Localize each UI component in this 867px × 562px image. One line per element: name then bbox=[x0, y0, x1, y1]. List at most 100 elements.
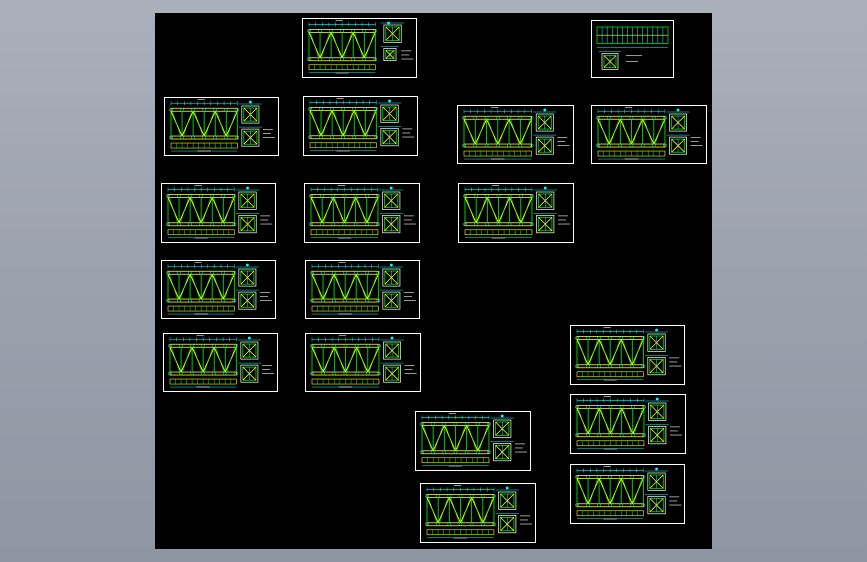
truss-elevation bbox=[575, 327, 646, 381]
drawing-sheet[interactable] bbox=[304, 183, 420, 243]
sheet-graphics bbox=[596, 106, 703, 160]
sheet-notes bbox=[655, 467, 682, 506]
sheet-notes bbox=[505, 486, 532, 525]
section-detail bbox=[644, 355, 669, 376]
drawing-sheet[interactable] bbox=[305, 260, 420, 319]
truss-elevation bbox=[307, 20, 378, 74]
sheet-notes bbox=[389, 186, 416, 225]
drawing-sheet[interactable] bbox=[570, 394, 686, 454]
section-detail bbox=[666, 134, 690, 155]
section-detail bbox=[533, 134, 557, 155]
section-detail bbox=[379, 189, 403, 210]
sheet-graphics bbox=[575, 327, 682, 381]
sheet-graphics bbox=[307, 20, 414, 74]
sheet-graphics bbox=[420, 413, 527, 467]
sheet-graphics bbox=[166, 185, 273, 239]
sheet-graphics bbox=[575, 396, 682, 450]
sheet-notes bbox=[248, 100, 275, 138]
drawing-sheet[interactable] bbox=[457, 105, 574, 164]
section-detail bbox=[238, 103, 262, 124]
section-detail bbox=[645, 424, 669, 445]
section-detail bbox=[380, 339, 404, 360]
sheet-graphics bbox=[596, 26, 669, 70]
section-detail bbox=[380, 362, 404, 383]
sheet-notes bbox=[245, 263, 272, 301]
section-detail bbox=[644, 494, 669, 515]
drawing-sheet[interactable] bbox=[458, 183, 574, 243]
section-detail bbox=[599, 51, 621, 70]
truss-elevation bbox=[166, 261, 237, 315]
sheet-notes bbox=[389, 263, 416, 301]
sheet-notes bbox=[655, 328, 682, 367]
drawing-sheet[interactable] bbox=[420, 483, 536, 543]
drawing-sheet[interactable] bbox=[161, 260, 276, 319]
drawing-sheet[interactable] bbox=[164, 97, 279, 156]
sheet-graphics bbox=[575, 466, 682, 520]
section-detail bbox=[380, 22, 405, 43]
sheet-graphics bbox=[308, 98, 415, 152]
section-detail bbox=[533, 213, 557, 234]
drawing-sheet[interactable] bbox=[303, 96, 418, 156]
drawing-sheet[interactable] bbox=[163, 333, 278, 392]
sheet-notes bbox=[676, 108, 703, 146]
sheet-graphics bbox=[309, 185, 416, 239]
section-detail bbox=[495, 489, 519, 510]
drawing-sheet[interactable] bbox=[570, 464, 685, 524]
truss-elevation bbox=[575, 466, 646, 520]
drawing-sheet[interactable] bbox=[302, 18, 417, 78]
section-detail bbox=[377, 126, 402, 147]
truss-elevation bbox=[169, 98, 240, 152]
truss-elevation bbox=[168, 334, 239, 388]
truss-elevation bbox=[310, 261, 381, 315]
section-detail bbox=[237, 362, 261, 383]
section-detail bbox=[379, 213, 403, 234]
section-detail bbox=[238, 126, 262, 147]
sheet-graphics bbox=[462, 106, 570, 160]
sheet-graphics bbox=[168, 334, 274, 388]
section-detail bbox=[237, 339, 261, 360]
section-detail bbox=[380, 46, 400, 61]
sheet-graphics bbox=[310, 261, 416, 315]
truss-elevation bbox=[308, 98, 379, 152]
truss-elevation bbox=[309, 185, 380, 239]
section-detail bbox=[644, 470, 669, 491]
sheet-notes bbox=[388, 99, 415, 138]
section-detail bbox=[490, 441, 514, 462]
section-detail bbox=[495, 513, 519, 534]
truss-elevation bbox=[425, 485, 496, 539]
section-detail bbox=[490, 417, 514, 438]
truss-elevation bbox=[310, 334, 381, 388]
drawing-sheet[interactable] bbox=[570, 325, 685, 385]
section-detail bbox=[377, 102, 402, 123]
section-detail bbox=[235, 189, 260, 210]
sheet-notes bbox=[500, 414, 527, 453]
section-detail bbox=[645, 400, 669, 421]
truss-elevation bbox=[596, 106, 667, 160]
section-detail bbox=[379, 289, 403, 310]
section-detail bbox=[235, 213, 260, 234]
sheet-notes bbox=[655, 397, 682, 436]
drawing-sheet[interactable] bbox=[591, 20, 674, 78]
roof-plan bbox=[596, 26, 669, 62]
cad-drawing-canvas[interactable] bbox=[155, 13, 712, 549]
section-detail bbox=[666, 111, 690, 132]
sheet-notes bbox=[543, 108, 570, 146]
truss-elevation bbox=[420, 413, 491, 467]
section-detail bbox=[235, 266, 259, 287]
section-detail bbox=[235, 289, 259, 310]
section-detail bbox=[644, 331, 669, 352]
sheet-notes bbox=[387, 21, 414, 60]
drawing-sheet[interactable] bbox=[415, 411, 531, 471]
drawing-sheet[interactable] bbox=[591, 105, 707, 164]
truss-elevation bbox=[575, 396, 646, 450]
drawing-sheet[interactable] bbox=[305, 333, 421, 392]
sheet-graphics bbox=[310, 334, 417, 388]
sheet-notes bbox=[390, 336, 417, 374]
truss-elevation bbox=[166, 185, 237, 239]
drawing-sheet[interactable] bbox=[161, 183, 276, 243]
truss-elevation bbox=[463, 185, 534, 239]
sheet-graphics bbox=[463, 185, 570, 239]
sheet-graphics bbox=[166, 261, 272, 315]
section-detail bbox=[533, 189, 557, 210]
sheet-graphics bbox=[169, 98, 275, 152]
